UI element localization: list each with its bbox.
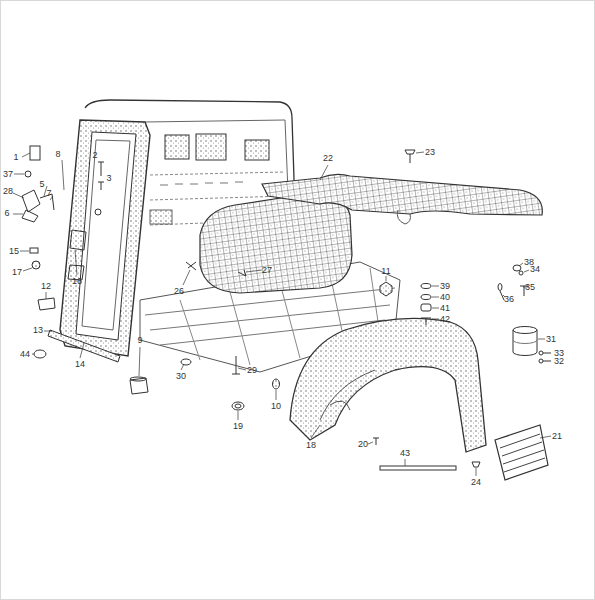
callout-number: 8	[54, 149, 61, 159]
callout-number: 20	[357, 439, 369, 449]
callout-number: 40	[439, 292, 451, 302]
callout-number: 2	[91, 150, 98, 160]
callout-number: 15	[8, 246, 20, 256]
callout-number: 35	[524, 282, 536, 292]
callout-number: 9	[136, 335, 143, 345]
callout-number: 21	[551, 431, 563, 441]
callout-number: 19	[232, 421, 244, 431]
callout-number: 43	[399, 448, 411, 458]
callout-number: 31	[545, 334, 557, 344]
callout-number: 37	[2, 169, 14, 179]
callout-number: 42	[439, 314, 451, 324]
callout-number: 17	[11, 267, 23, 277]
callout-number: 23	[424, 147, 436, 157]
callout-number: 14	[74, 359, 86, 369]
callout-number: 22	[322, 153, 334, 163]
callout-number: 44	[19, 349, 31, 359]
callout-number: 13	[32, 325, 44, 335]
callout-number: 28	[2, 186, 14, 196]
callout-number: 34	[529, 264, 541, 274]
callout-number: 26	[173, 286, 185, 296]
callout-number: 39	[439, 281, 451, 291]
callout-number: 32	[553, 356, 565, 366]
callout-number: 11	[380, 266, 391, 276]
callout-number: 16	[71, 276, 83, 286]
callout-number: 6	[3, 208, 10, 218]
callout-number: 18	[305, 440, 317, 450]
callout-number: 5	[38, 179, 45, 189]
callout-number: 7	[45, 188, 52, 198]
callout-number: 41	[439, 303, 451, 313]
callout-number: 3	[105, 173, 112, 183]
callout-number: 36	[503, 294, 515, 304]
callout-number: 24	[470, 477, 482, 487]
callout-number: 27	[261, 265, 273, 275]
callout-number: 12	[40, 281, 52, 291]
callout-number: 30	[175, 371, 187, 381]
callout-number: 29	[246, 365, 258, 375]
callout-number: 10	[270, 401, 282, 411]
callout-number: 1	[12, 152, 19, 162]
